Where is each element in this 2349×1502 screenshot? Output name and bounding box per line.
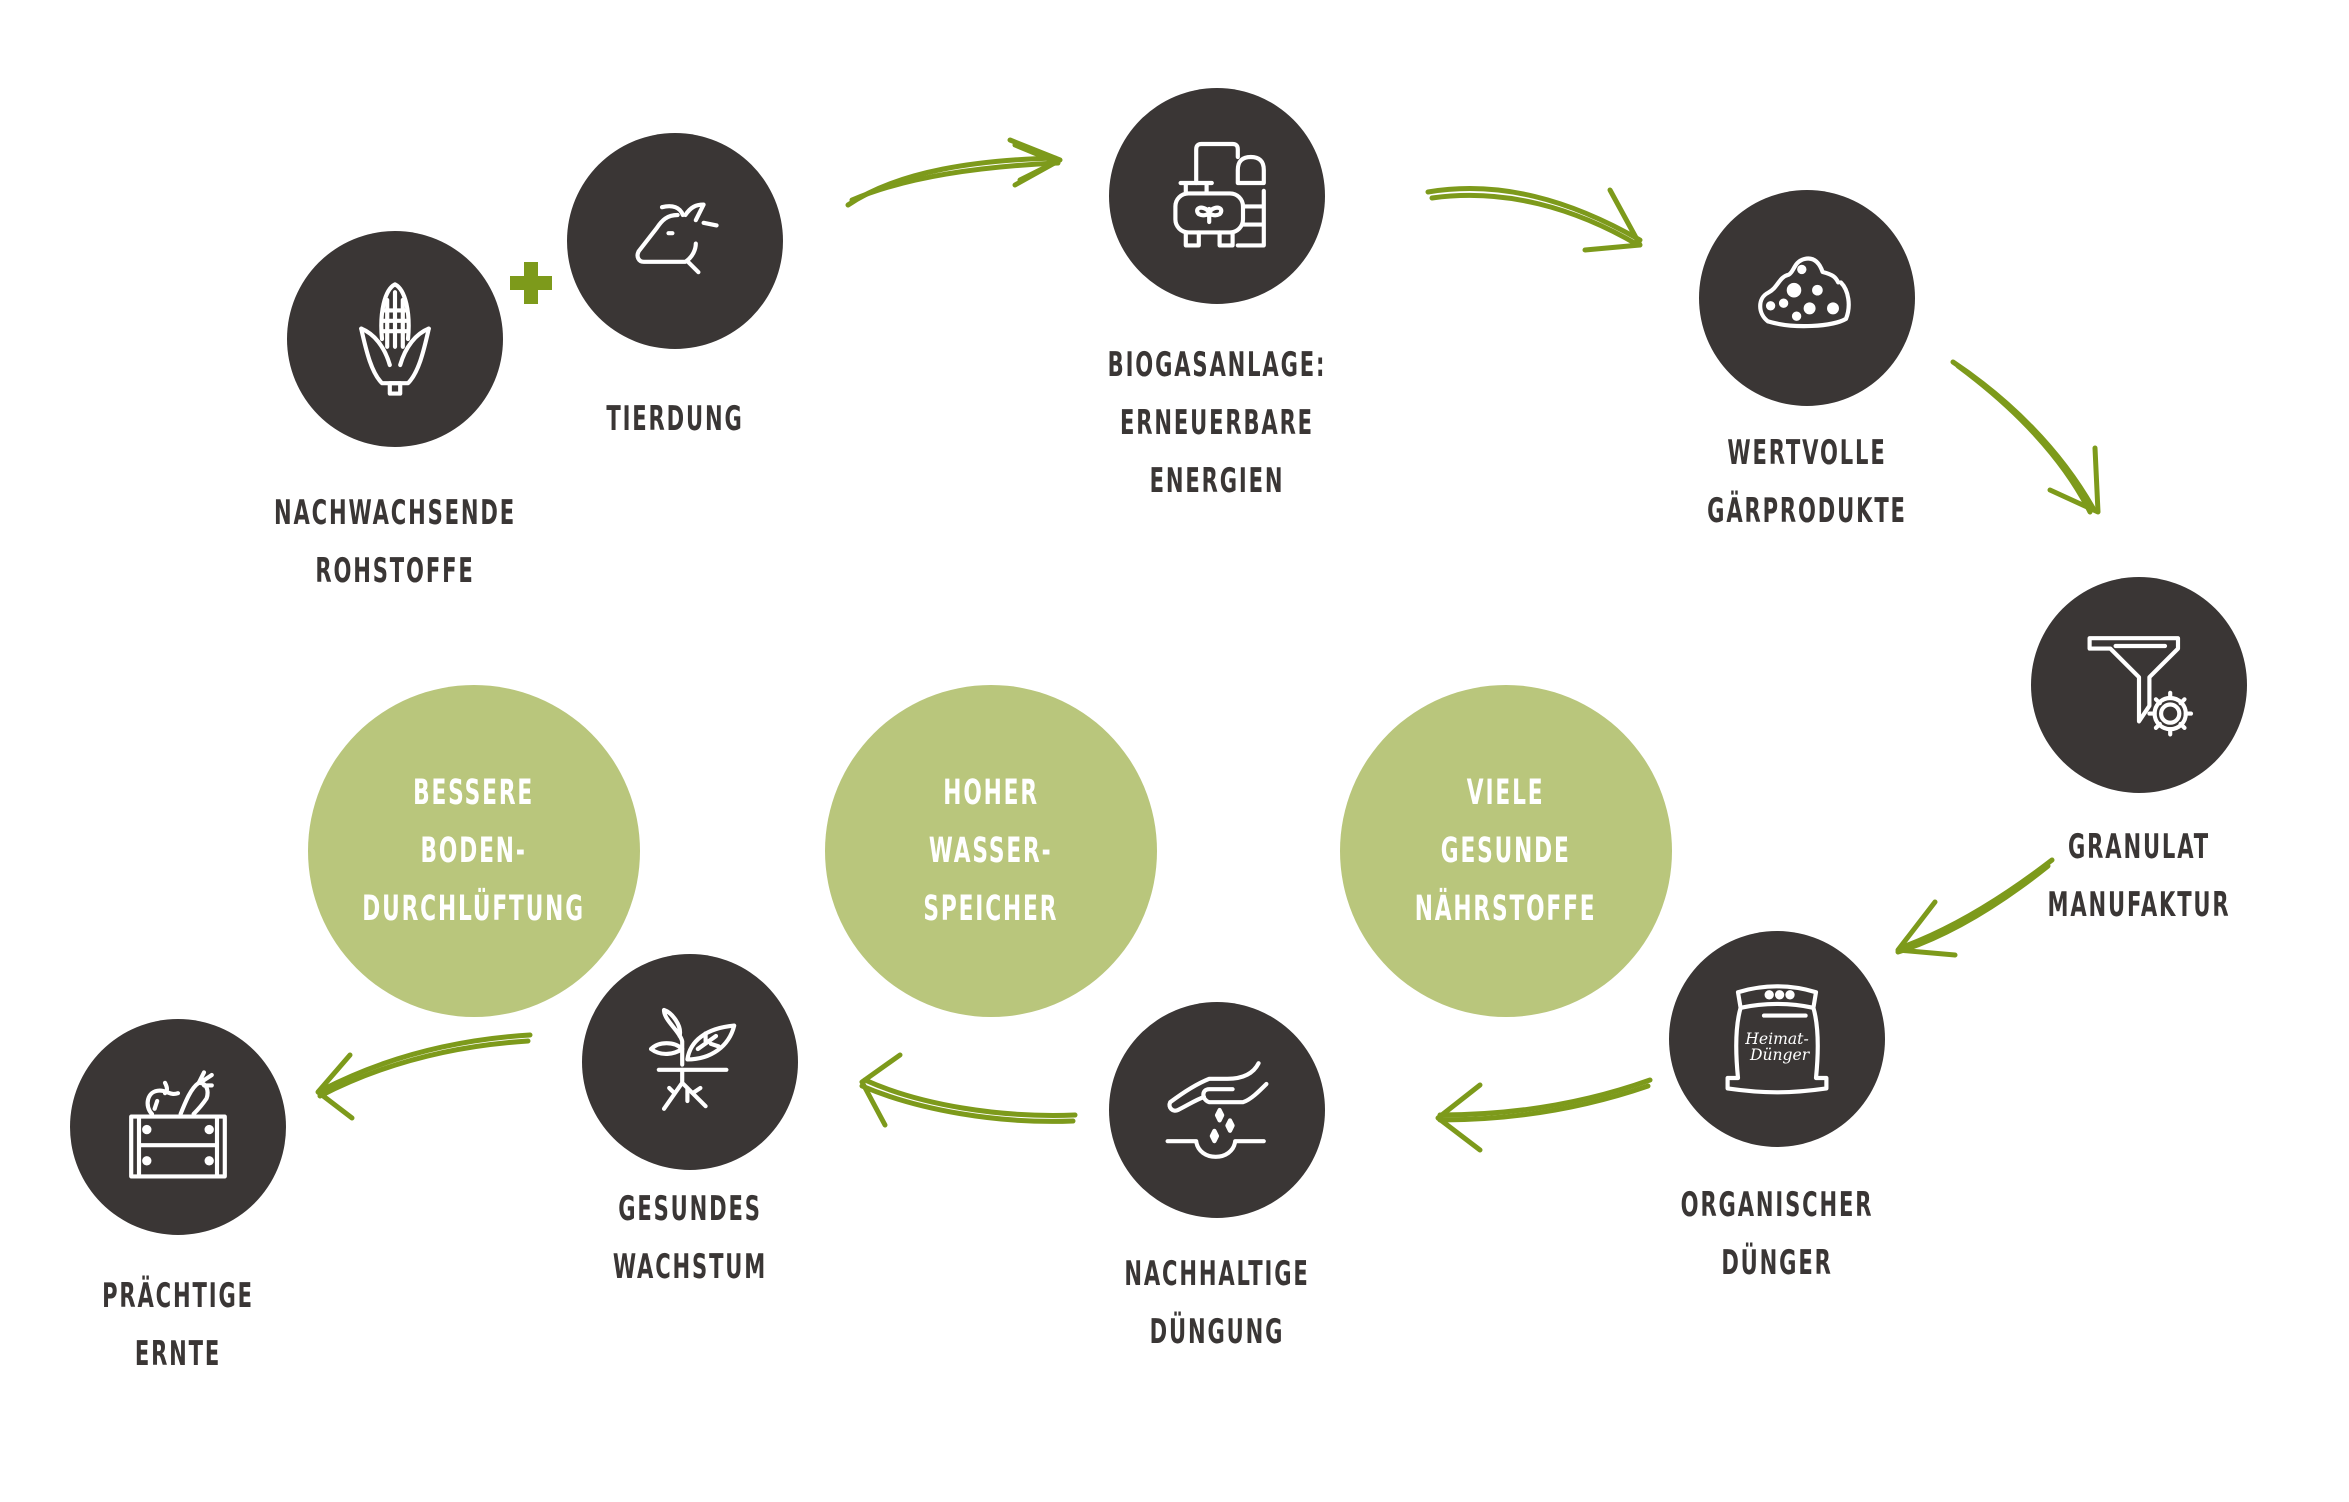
step-granulat-label: GRANULAT MANUFAKTUR [2047, 827, 2231, 925]
fertilizer-bag-icon: Heimat- Dünger [1725, 984, 1829, 1095]
arrow-head-granulat [2047, 445, 2101, 515]
compost-heap-icon [1758, 256, 1851, 329]
step-gaerprodukte-label: WERTVOLLE GÄRPRODUKTE [1707, 433, 1907, 531]
step-biogas-label: BIOGASANLAGE: ERNEUERBARE ENERGIEN [1107, 345, 1327, 501]
sprout-roots-icon [648, 1007, 737, 1111]
benefit-wasser: HOHER WASSER- SPEICHER [825, 685, 1157, 1017]
step-rohstoffe-circle [287, 231, 503, 447]
harvest-crate-icon [129, 1070, 227, 1179]
arrow-wachstum-to-ernte [315, 1032, 533, 1121]
funnel-gear-icon [2087, 636, 2194, 737]
step-ernte-label: PRÄCHTIGE ERNTE [102, 1276, 254, 1374]
arrow-tierdung-to-biogas [845, 137, 1063, 208]
benefit-naehrstoffe: VIELE GESUNDE NÄHRSTOFFE [1340, 685, 1672, 1017]
arrow-duengung-to-wachstum [859, 1052, 1078, 1128]
step-rohstoffe-label: NACHWACHSENDE ROHSTOFFE [273, 493, 517, 591]
bag-text-line1: Heimat- [1744, 1030, 1808, 1048]
biogas-plant-icon [1173, 141, 1266, 248]
arrow-duenger-to-duengung [1435, 1077, 1653, 1153]
arrow-granulat-to-duenger [1895, 857, 2055, 958]
hand-sowing-icon [1165, 1061, 1269, 1159]
step-biogas-circle [1109, 88, 1325, 304]
plus-icon [510, 262, 552, 304]
step-tierdung-label: TIERDUNG [606, 399, 744, 439]
step-ernte-circle [70, 1019, 286, 1235]
benefit-boden: BESSERE BODEN- DURCHLÜFTUNG [308, 685, 640, 1017]
step-duengung-label: NACHHALTIGE DÜNGUNG [1124, 1254, 1310, 1352]
step-tierdung-circle [567, 133, 783, 349]
step-duenger-circle: Heimat- Dünger [1669, 931, 1885, 1147]
step-granulat-circle [2031, 577, 2247, 793]
step-duengung-circle [1109, 1002, 1325, 1218]
cow-icon [635, 202, 719, 275]
step-wachstum-circle [582, 954, 798, 1170]
step-duenger-label: ORGANISCHER DÜNGER [1680, 1185, 1874, 1283]
bag-text-line2: Dünger [1749, 1046, 1811, 1064]
corn-icon [359, 282, 431, 396]
arrow-gaerprodukte-to-granulat [1950, 359, 2096, 515]
arrow-biogas-to-gaerprodukte [1425, 186, 1643, 253]
step-wachstum-label: GESUNDES WACHSTUM [612, 1189, 768, 1287]
step-gaerprodukte-circle [1699, 190, 1915, 406]
